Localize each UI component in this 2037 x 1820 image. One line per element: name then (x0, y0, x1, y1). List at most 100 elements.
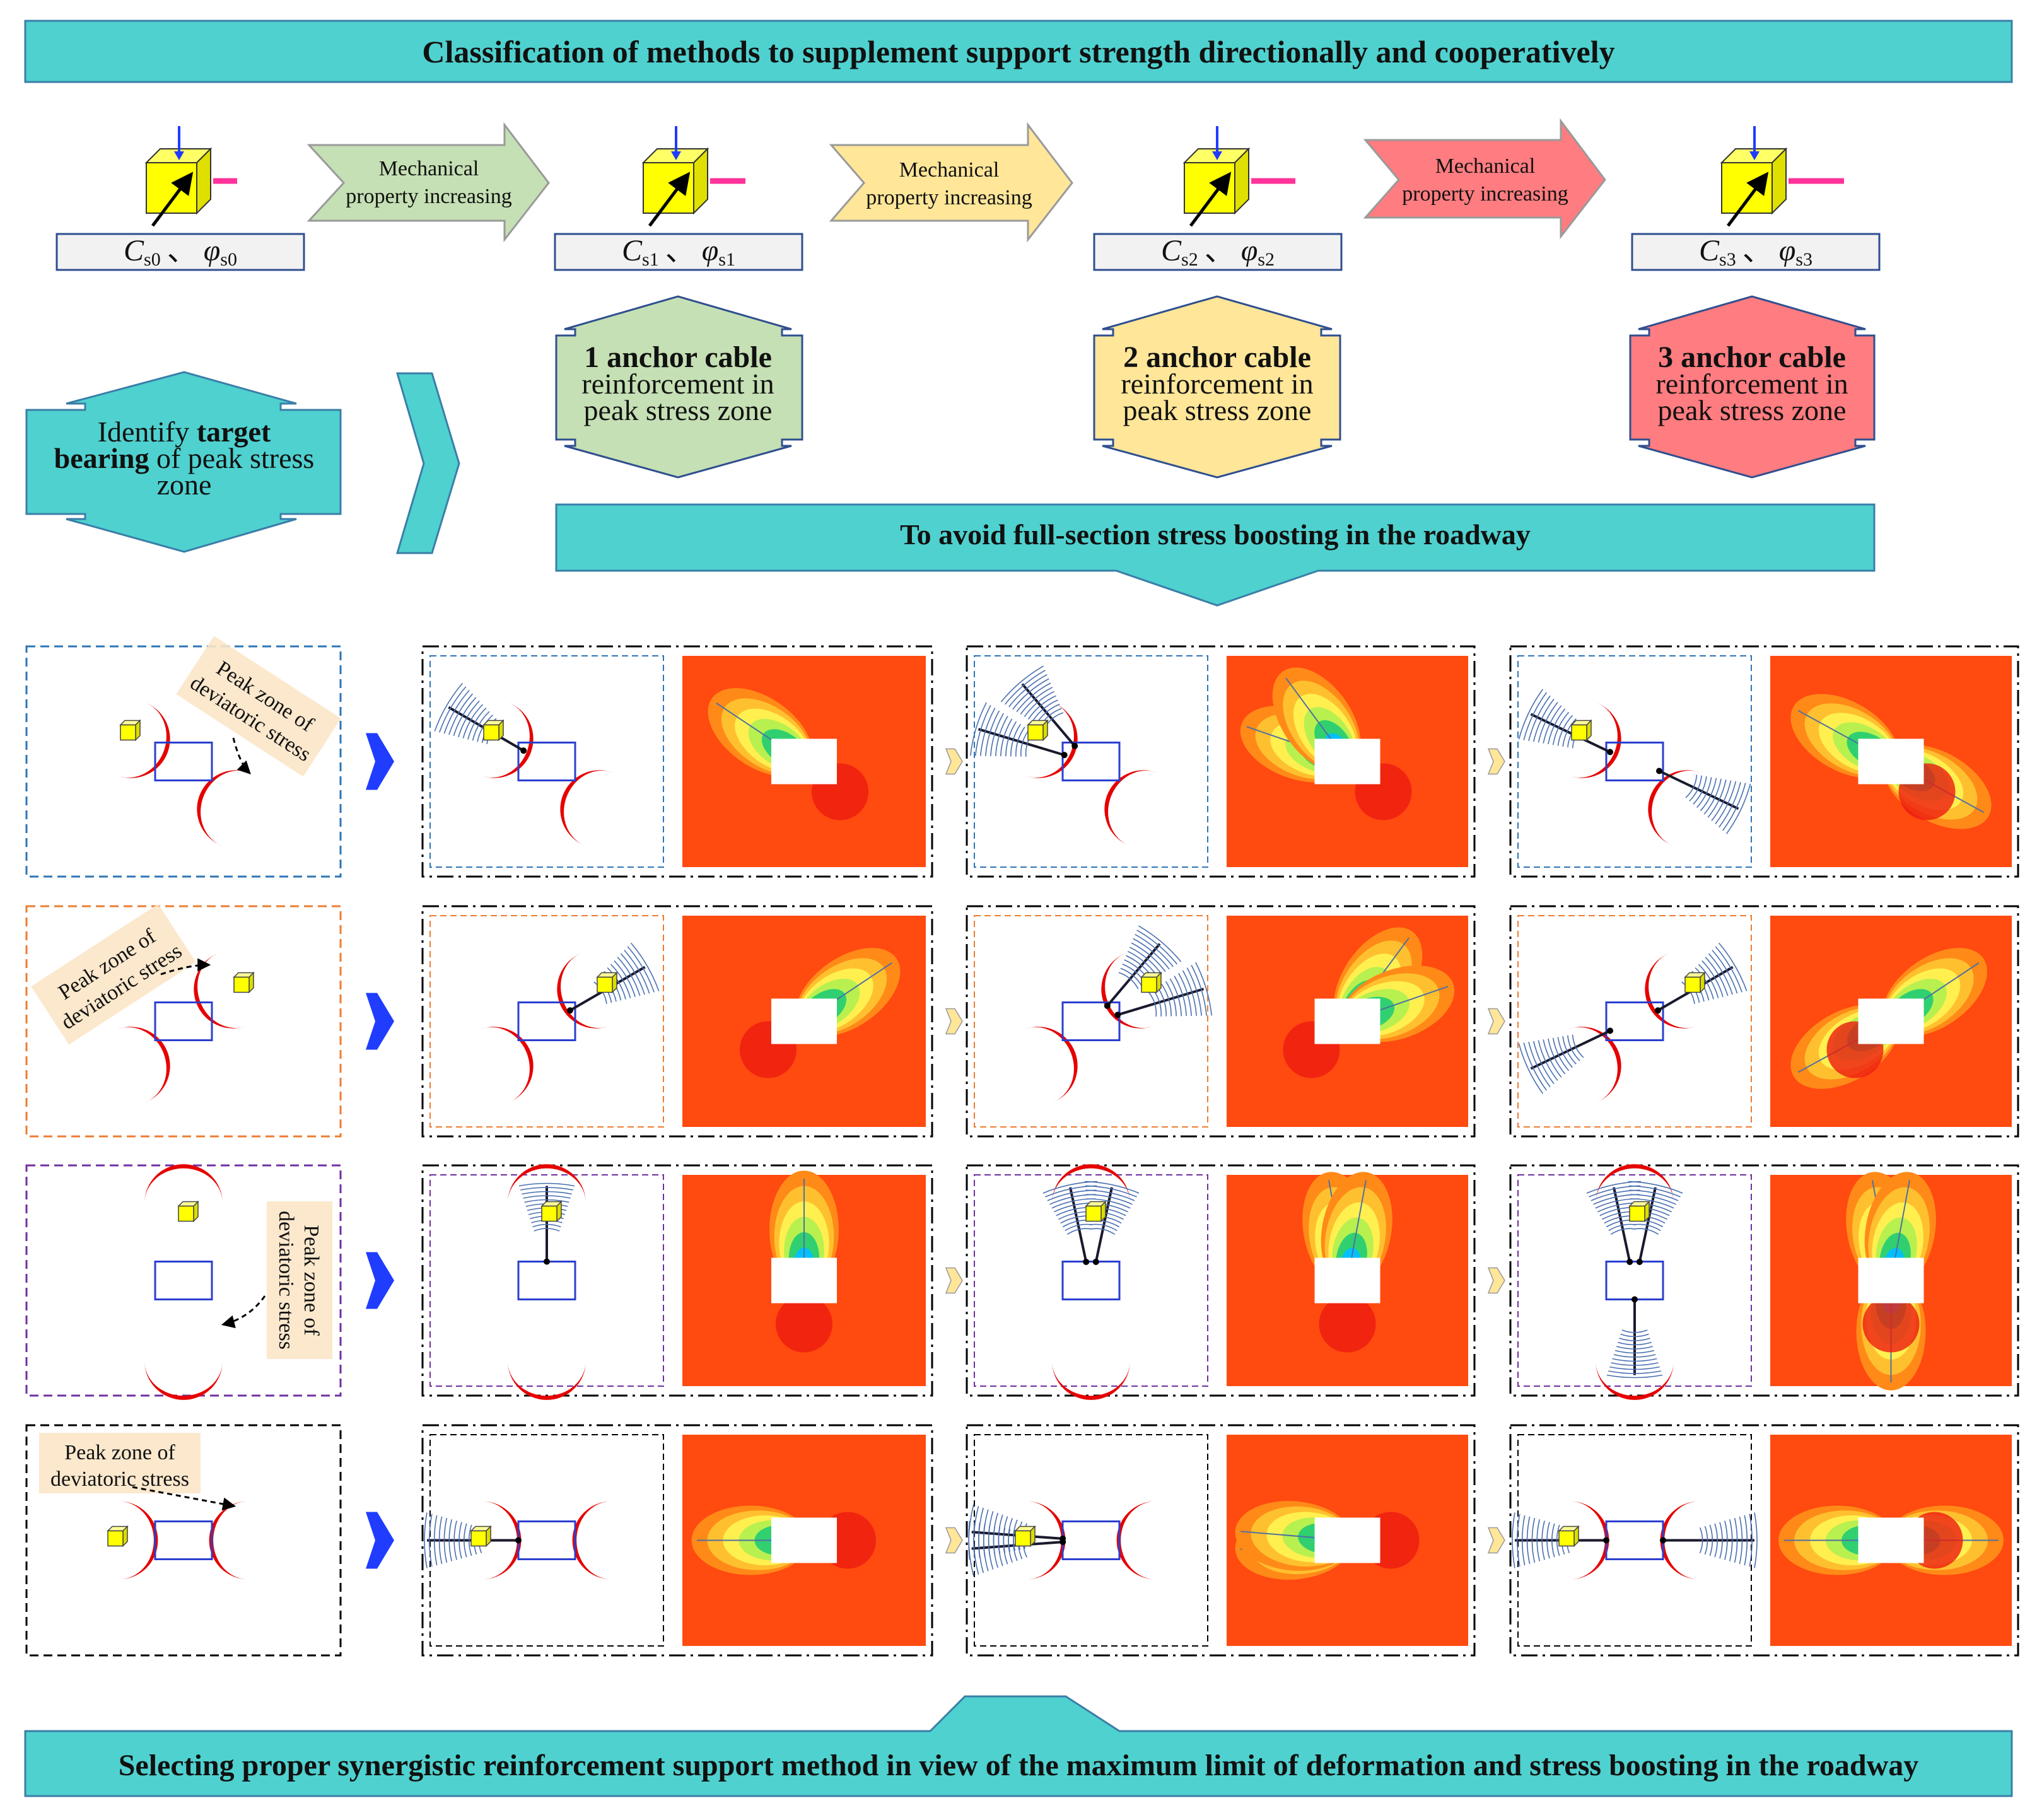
stress-cube-icon (1558, 1530, 1575, 1547)
progress-label-3b: property increasing (1402, 182, 1568, 206)
row4-stage1-group (421, 1424, 933, 1657)
anchor-cable (1117, 988, 1205, 1017)
cable-box-2-title: 2 anchor cable (1123, 341, 1311, 374)
stress-cube-icon (1027, 724, 1044, 741)
progress-label-1b: property increasing (346, 185, 511, 208)
peak-zone-blob (1862, 1295, 1920, 1353)
anchor-cable (1069, 1187, 1088, 1263)
progress-label-1a: Mechanical (379, 157, 479, 180)
schematic-panel (974, 1434, 1208, 1647)
strength-cube-2 (1182, 126, 1295, 227)
cable-box-1-line2: reinforcement in (581, 368, 774, 400)
strength-cubes (144, 126, 1844, 227)
avoid-banner-text: To avoid full-section stress boosting in… (900, 518, 1531, 551)
roadway-rect (154, 742, 213, 781)
roadway-opening (1858, 1517, 1924, 1563)
param-box-3: Cs3、φs3 (1631, 233, 1881, 271)
peak-pointer-row3 (221, 1295, 266, 1329)
row4-stage3-group (1509, 1424, 2019, 1657)
roadway-opening (771, 738, 837, 785)
schematic-panel (974, 915, 1208, 1128)
schematic-panel (1517, 655, 1752, 868)
peak-label-row4-line2: deviatoric stress (50, 1467, 189, 1491)
stress-cube-icon (470, 1530, 487, 1547)
row2-stage2-group (966, 905, 1476, 1138)
stress-cube-icon (233, 976, 250, 993)
param-text-3: Cs3、φs3 (1699, 234, 1812, 270)
row3-transition-arrow-1-icon (945, 1267, 963, 1294)
bottom-banner: Selecting proper synergistic reinforceme… (24, 1695, 2013, 1797)
cable-box-3-line2: reinforcement in (1655, 368, 1848, 400)
roadway-rect (1605, 1001, 1664, 1041)
roadway-opening (1314, 1257, 1380, 1304)
schematic-panel (974, 655, 1208, 868)
row1-stage1-group (421, 645, 933, 878)
cable-box-1-title: 1 anchor cable (584, 341, 772, 374)
row2-stage1-group (421, 905, 933, 1138)
stress-cube-icon (1629, 1205, 1645, 1222)
row3-blue-arrow-icon (366, 1252, 394, 1309)
identify-line1: Identify target (98, 416, 271, 448)
anchor-cable (1021, 683, 1076, 747)
stress-cube-icon (1141, 976, 1157, 993)
row2-transition-arrow-1-icon (945, 1008, 963, 1035)
row1-blue-arrow-icon (366, 733, 394, 790)
roadway-rect (1061, 742, 1121, 781)
roadway-rect (1061, 1001, 1121, 1041)
strength-arrow-icon (151, 172, 194, 227)
roadway-rect (517, 1001, 576, 1041)
strength-arrow-icon (1727, 172, 1769, 227)
cable-box-1: 1 anchor cable reinforcement in peak str… (555, 295, 803, 479)
param-text-0: Cs0、φs0 (124, 234, 237, 270)
progress-arrow-2 (829, 122, 1073, 243)
stress-cube-icon (1085, 1205, 1102, 1222)
roadway-opening (1314, 998, 1380, 1044)
anchor-cable (1638, 1187, 1657, 1263)
identify-chevron (395, 372, 460, 554)
row1-transition-arrow-2-icon (1487, 748, 1505, 775)
anchor-cable (1530, 713, 1611, 754)
roadway-rect (154, 1001, 213, 1041)
roadway-rect (1061, 1261, 1121, 1300)
stress-cube-icon (107, 1530, 124, 1547)
row1-transition-arrow-1-icon (945, 748, 963, 775)
row3-stage2-group (966, 1164, 1476, 1400)
progress-arrow-3 (1363, 118, 1606, 240)
roadway-rect (154, 1261, 213, 1300)
stress-cube-icon (597, 976, 613, 993)
anchor-cable (1659, 769, 1739, 810)
row4-blue-arrow-icon (366, 1512, 394, 1569)
roadway-rect (154, 1520, 213, 1560)
strength-cube-0 (144, 126, 237, 227)
progress-arrow-1 (306, 122, 550, 243)
peak-zone-blob (776, 1295, 832, 1353)
peak-label-row3-line2: deviatoric stress (274, 1211, 298, 1350)
row4-stage2-group (966, 1424, 1476, 1657)
panel-grid (25, 645, 2019, 1657)
row3-stage1-group (421, 1164, 933, 1400)
identify-target-box: Identify target bearing of peak stress z… (25, 371, 342, 553)
cable-box-3-line3: peak stress zone (1658, 394, 1847, 426)
peak-label-row4-line1: Peak zone of (64, 1441, 175, 1464)
roadway-opening (1314, 738, 1380, 785)
roadway-rect (1605, 742, 1664, 781)
cable-box-3-title: 3 anchor cable (1658, 341, 1846, 374)
bottom-banner-text: Selecting proper synergistic reinforceme… (119, 1749, 1919, 1782)
progress-label-3a: Mechanical (1435, 155, 1536, 178)
roadway-opening (1858, 738, 1924, 785)
stress-cube-icon (1684, 976, 1701, 993)
peak-label-row3-line1: Peak zone of (300, 1225, 323, 1336)
row1-stage3-group (1509, 645, 2019, 878)
param-text-1: Cs1、φs1 (622, 234, 735, 270)
top-banner (24, 20, 2013, 83)
anchor-cable (978, 728, 1065, 757)
avoid-banner: To avoid full-section stress boosting in… (555, 503, 1876, 607)
stress-cube-icon (541, 1205, 557, 1222)
param-box-0: Cs0、φs0 (55, 233, 305, 271)
peak-zone-blob (1319, 1295, 1376, 1353)
cable-box-2-line3: peak stress zone (1123, 394, 1312, 426)
strength-cube-3 (1720, 126, 1844, 227)
row4-transition-arrow-2-icon (1487, 1527, 1505, 1554)
param-box-1: Cs1、φs1 (554, 233, 803, 271)
